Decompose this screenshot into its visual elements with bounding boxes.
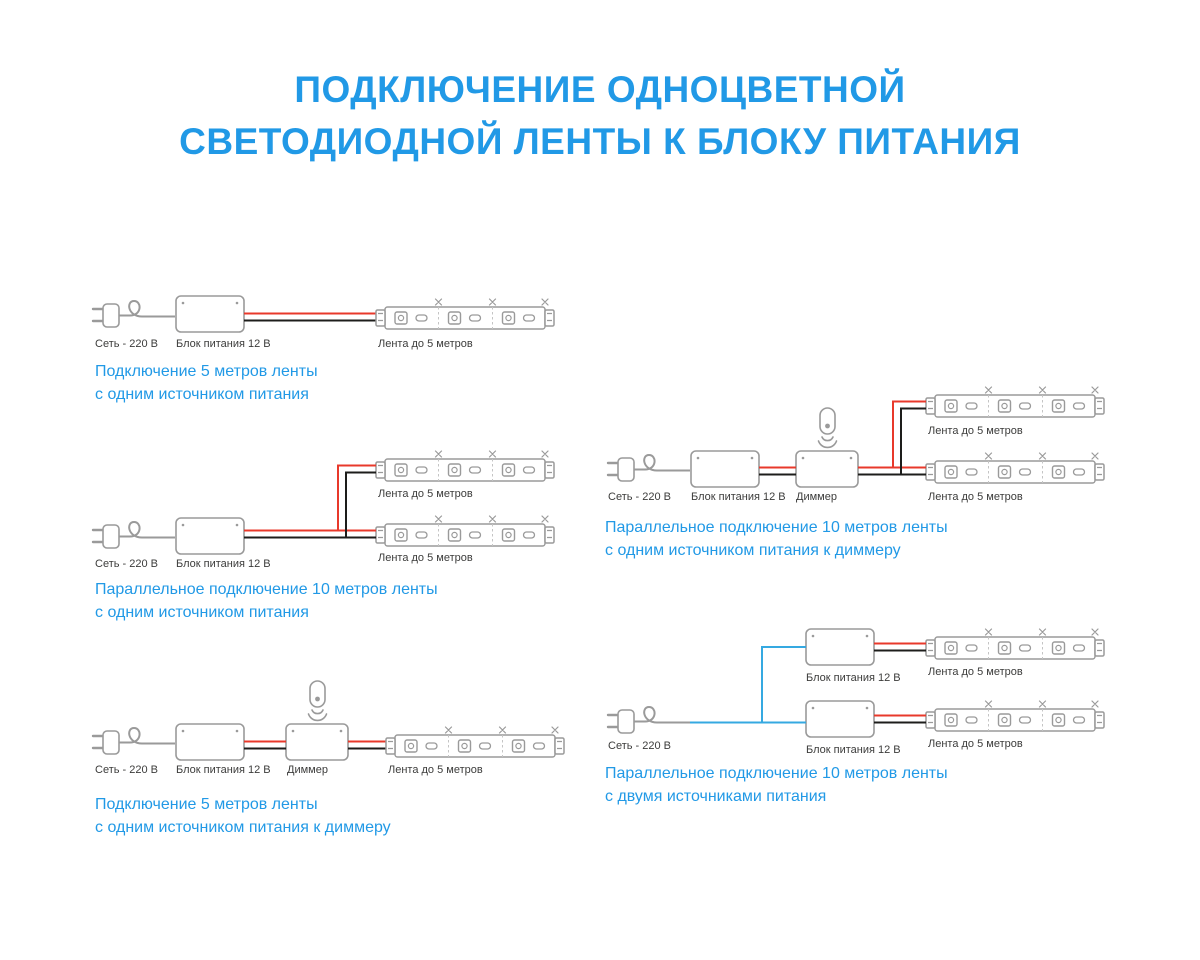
caption-diagram-5: Параллельное подключение 10 метров ленты… [605, 762, 948, 808]
caption-line: Параллельное подключение 10 метров ленты [95, 581, 438, 598]
label-psu: Блок питания 12 В [691, 491, 786, 503]
page-title-line2: СВЕТОДИОДНОЙ ЛЕНТЫ К БЛОКУ ПИТАНИЯ [179, 121, 1021, 162]
diagram-two-psu: Лента до 5 метров Блок питания 12 В Лент… [606, 628, 1105, 756]
label-strip: Лента до 5 метров [928, 491, 1023, 503]
psu-box [175, 723, 245, 761]
diagram-dimmer-parallel: Лента до 5 метров Лента до 5 метров Сеть… [606, 386, 1105, 503]
caption-line: Подключение 5 метров ленты [95, 796, 318, 813]
caption-diagram-2: Параллельное подключение 10 метров ленты… [95, 578, 438, 624]
label-mains: Сеть - 220 В [95, 558, 158, 570]
power-plug-icon [606, 453, 692, 483]
caption-line: Подключение 5 метров ленты [95, 363, 318, 380]
remote-control-icon [307, 680, 328, 722]
page-title-line1: ПОДКЛЮЧЕНИЕ ОДНОЦВЕТНОЙ [294, 69, 906, 110]
caption-diagram-4: Параллельное подключение 10 метров ленты… [605, 516, 948, 562]
wire-black [759, 407, 926, 476]
caption-line: Параллельное подключение 10 метров ленты [605, 519, 948, 536]
label-mains: Сеть - 220 В [95, 338, 158, 350]
led-strip-icon [375, 298, 555, 330]
power-plug-icon [91, 726, 177, 756]
psu-box [175, 295, 245, 333]
label-mains: Сеть - 220 В [608, 740, 671, 752]
label-strip: Лента до 5 метров [928, 738, 1023, 750]
led-strip-icon [925, 452, 1105, 484]
led-strip-icon [925, 386, 1105, 418]
label-mains: Сеть - 220 В [95, 764, 158, 776]
label-strip: Лента до 5 метров [378, 488, 473, 500]
wire-red [244, 464, 376, 532]
caption-diagram-1: Подключение 5 метров ленты с одним источ… [95, 360, 318, 406]
power-plug-icon [91, 299, 177, 329]
led-strip-icon [375, 450, 555, 482]
led-strip-icon [925, 628, 1105, 660]
psu-box [175, 517, 245, 555]
psu-box [805, 700, 875, 738]
power-plug-icon [606, 705, 692, 735]
label-strip: Лента до 5 метров [928, 666, 1023, 678]
diagram-parallel-one-psu: Лента до 5 метров Лента до 5 метров Сеть… [91, 450, 555, 570]
led-strip-icon [385, 726, 565, 758]
caption-line: Параллельное подключение 10 метров ленты [605, 765, 948, 782]
diagram-dimmer-single-strip: Сеть - 220 В Блок питания 12 В Диммер Ле… [91, 680, 565, 776]
label-psu: Блок питания 12 В [176, 764, 271, 776]
caption-line: с одним источником питания к диммеру [605, 542, 901, 559]
wire-red [759, 400, 926, 469]
label-dimmer: Диммер [796, 491, 837, 503]
caption-diagram-3: Подключение 5 метров ленты с одним источ… [95, 793, 391, 839]
label-dimmer: Диммер [287, 764, 328, 776]
label-strip: Лента до 5 метров [928, 425, 1023, 437]
label-strip: Лента до 5 метров [388, 764, 483, 776]
label-psu: Блок питания 12 В [176, 558, 271, 570]
wire-black [244, 471, 376, 539]
caption-line: с одним источником питания к диммеру [95, 819, 391, 836]
label-mains: Сеть - 220 В [608, 491, 671, 503]
led-strip-icon [375, 515, 555, 547]
dimmer-box [285, 723, 349, 761]
label-psu: Блок питания 12 В [806, 672, 901, 684]
dimmer-box [795, 450, 859, 488]
caption-line: с одним источником питания [95, 386, 309, 403]
caption-line: с одним источником питания [95, 604, 309, 621]
power-plug-icon [91, 520, 177, 550]
page-title: ПОДКЛЮЧЕНИЕ ОДНОЦВЕТНОЙ СВЕТОДИОДНОЙ ЛЕН… [0, 64, 1200, 168]
label-psu: Блок питания 12 В [176, 338, 271, 350]
diagram-single-strip: Сеть - 220 В Блок питания 12 В Лента до … [91, 295, 555, 350]
label-strip: Лента до 5 метров [378, 552, 473, 564]
psu-box [805, 628, 875, 666]
led-strip-icon [925, 700, 1105, 732]
label-psu: Блок питания 12 В [806, 744, 901, 756]
remote-control-icon [817, 407, 838, 449]
wire-blue [690, 646, 806, 724]
label-strip: Лента до 5 метров [378, 338, 473, 350]
caption-line: с двумя источниками питания [605, 788, 827, 805]
psu-box [690, 450, 760, 488]
